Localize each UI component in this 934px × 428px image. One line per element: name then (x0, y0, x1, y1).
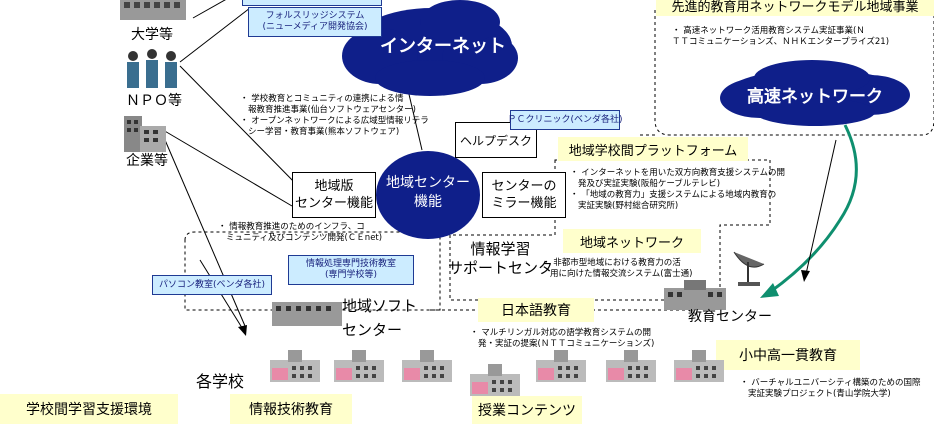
connector-university (192, 0, 226, 19)
platform-notes: ・ インターネットを用いた双方向教育支援システムの開 発及び実証実験(阪船ケーブ… (570, 168, 785, 211)
mirror-center-box: センターの ミラー機能 (482, 172, 566, 218)
regional-notes: ・ 非都市型地域における教育力の活 用に向けた情報交流システム(富士通) (542, 258, 693, 279)
green-curved-arrow (769, 124, 858, 294)
pc-clinic-box: ＰＣクリニック(ベンダ各社) (507, 110, 623, 130)
school-building-icon (334, 350, 384, 382)
top-cut-box (242, 0, 382, 6)
school-support-box: 学校間学習支援環境 (0, 394, 178, 424)
connector-company (162, 129, 293, 207)
japanese-edu-box: 日本語教育 (478, 298, 594, 322)
edu-center-label: 教育センター (688, 309, 772, 325)
green-arrow-head (760, 283, 779, 298)
arrow-to-edu-center (805, 139, 837, 275)
school-building-icon (606, 350, 656, 382)
satellite-dish-icon (730, 244, 768, 286)
people-icon (123, 48, 181, 90)
regional-network-box: 地域ネットワーク (563, 229, 701, 253)
info-support-label: 情報学習 サポートセンタ (448, 240, 554, 277)
dashed-top-right-region (654, 10, 934, 136)
internet-cloud-label: インターネット (380, 36, 506, 57)
center-hub-ellipse (376, 151, 480, 239)
school-building-icon (674, 350, 724, 382)
university-building-icon (120, 0, 186, 20)
npo-label: ＮＰＯ等 (126, 93, 182, 109)
high-speed-cloud (720, 60, 910, 126)
false-ridge-system-box: フォルスリッジシステム (ニューメディア開発協会) (248, 7, 382, 37)
arrow-head-edu-center (801, 270, 810, 282)
school-building-icon (536, 350, 586, 382)
company-label: 企業等 (126, 153, 168, 169)
edu-center-building-icon (664, 280, 726, 310)
soft-center-building-icon (272, 296, 342, 326)
school-building-icon (270, 350, 320, 382)
school-building-icon (470, 364, 520, 396)
top-right-note: ・ 高速ネットワーク活用教育システム実証事業(Ｎ ＴＴコミュニケーションズ、ＮＨ… (672, 26, 890, 47)
platform-box: 地域学校間プラットフォーム (558, 137, 748, 161)
schools-label: 各学校 (196, 372, 245, 391)
internet-cloud (342, 0, 518, 96)
infra-notes: ・ 情報教育推進のためのインフラ、コ ミュニティ及びコンテンツ開発(ＣＥnet) (218, 222, 383, 243)
class-content-box: 授業コンテンツ (472, 396, 582, 424)
high-speed-cloud-label: 高速ネットワーク (747, 87, 883, 107)
it-edu-box: 情報技術教育 (230, 394, 352, 424)
top-right-header: 先進的教育用ネットワークモデル地域事業 (656, 0, 934, 16)
regional-center-box: 地域版 センター機能 (292, 172, 376, 218)
center-hub-label: 地域センター 機能 (386, 175, 470, 210)
university-label: 大学等 (131, 27, 173, 43)
dashed-right-region (449, 159, 771, 301)
connector-npo-hub (179, 65, 301, 189)
company-building-icon (120, 112, 166, 152)
k12-edu-box: 小中高一貫教育 (716, 340, 860, 370)
arrow-to-schools (199, 259, 245, 332)
pc-room-box: パソコン教室(ベンダ各社) (152, 275, 272, 295)
connector-left-school (164, 139, 246, 327)
specialist-school-box: 情報処理専門技術教室 (専門学校等) (288, 255, 414, 285)
community-notes: ・ 学校教育とコミュニティの連携による情 報教育推進事業(仙台ソフトウェアセンタ… (240, 94, 429, 137)
japanese-notes: ・ マルチリンガル対応の語学教育システムの開 発・実証の提案(ＮＴＴコミュニケー… (470, 328, 655, 349)
virtual-univ-notes: ・ バーチャルユニバーシティ構築のための国際 実証実験プロジェクト(青山学院大学… (740, 378, 921, 399)
school-building-icon (402, 350, 452, 382)
dashed-left-region (184, 231, 441, 311)
connector-internet-hub (407, 89, 423, 151)
regional-soft-center-label: 地域ソフト センター (342, 297, 418, 339)
connector-npo-internet (179, 7, 251, 63)
arrow-head-schools (238, 325, 247, 336)
